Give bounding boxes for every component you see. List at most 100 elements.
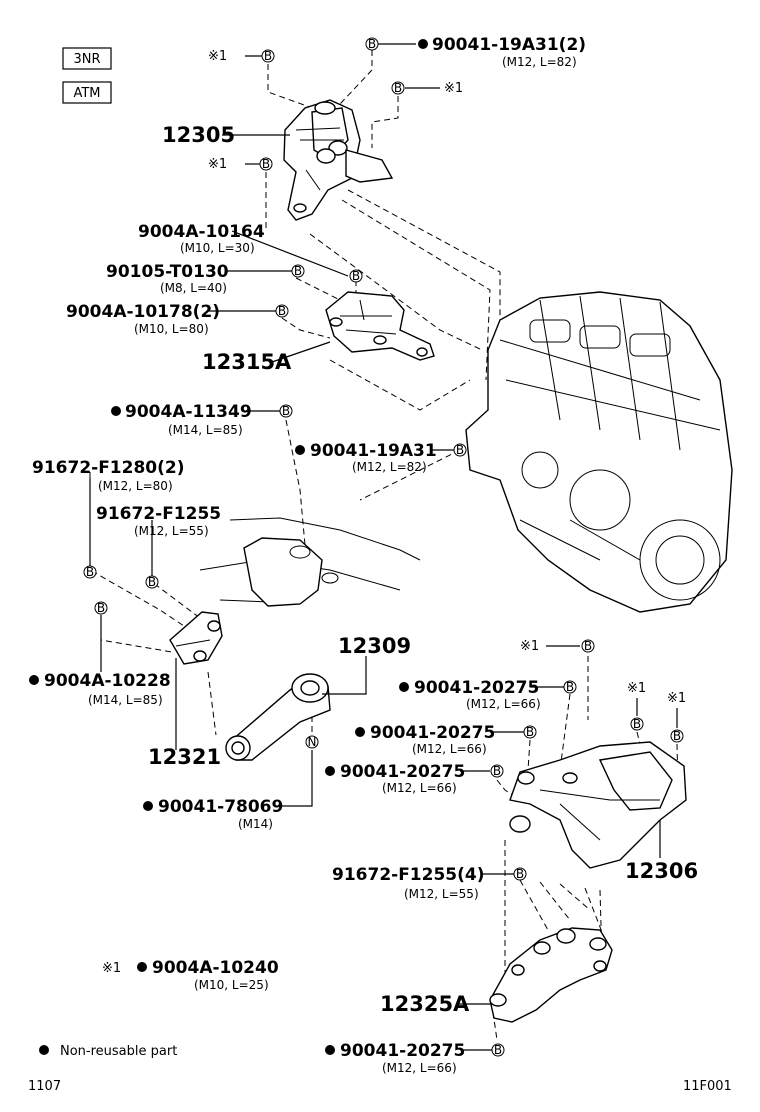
legend-text: Non-reusable part bbox=[60, 1044, 177, 1059]
fastener-90041-20275: 90041-20275 bbox=[370, 723, 495, 743]
fastener-91672-f1255: 91672-F1255 bbox=[96, 504, 221, 524]
fastener-spec: (M10, L=25) bbox=[194, 978, 269, 992]
part-label-12305: 12305 bbox=[162, 123, 235, 147]
svg-text:B: B bbox=[368, 37, 376, 51]
svg-text:B: B bbox=[673, 729, 681, 743]
note-mark: ※1 bbox=[208, 49, 227, 64]
fastener-spec: (M12, L=66) bbox=[382, 781, 457, 795]
svg-text:B: B bbox=[294, 264, 302, 278]
fastener-spec: (M10, L=80) bbox=[134, 322, 209, 336]
svg-text:N: N bbox=[308, 735, 317, 749]
fastener-90105-t0130: 90105-T0130 bbox=[106, 262, 229, 282]
svg-text:B: B bbox=[516, 867, 524, 881]
fastener-spec: (M12, L=55) bbox=[134, 524, 209, 538]
b-marker: B bbox=[490, 764, 504, 778]
b-marker: B bbox=[581, 639, 595, 653]
fastener-90041-78069: 90041-78069 bbox=[158, 797, 283, 817]
fastener-91672-f1280-2: 91672-F1280(2) bbox=[32, 458, 185, 478]
fastener-spec: (M12, L=66) bbox=[382, 1061, 457, 1075]
b-marker: B bbox=[291, 264, 305, 278]
badge-atm: ATM bbox=[62, 81, 112, 104]
fastener-9004a-10178-2: 9004A-10178(2) bbox=[66, 302, 220, 322]
fastener-spec: (M8, L=40) bbox=[160, 281, 227, 295]
svg-text:B: B bbox=[264, 49, 272, 63]
b-marker: B bbox=[563, 680, 577, 694]
fastener-spec: (M12, L=82) bbox=[502, 55, 577, 69]
svg-text:B: B bbox=[456, 443, 464, 457]
svg-text:B: B bbox=[494, 1043, 502, 1057]
svg-text:B: B bbox=[278, 304, 286, 318]
b-marker: B bbox=[259, 157, 273, 171]
bracket-12315a-drawing bbox=[325, 291, 435, 361]
svg-text:B: B bbox=[97, 601, 105, 615]
b-marker: B bbox=[279, 404, 293, 418]
fastener-9004a-10228: 9004A-10228 bbox=[44, 671, 171, 691]
fastener-9004a-10240: 9004A-10240 bbox=[152, 958, 279, 978]
legend: Non-reusable part bbox=[39, 1044, 177, 1059]
fastener-90041-20275: 90041-20275 bbox=[414, 678, 539, 698]
fastener-spec: (M12, L=66) bbox=[412, 742, 487, 756]
note-mark: ※1 bbox=[667, 691, 686, 706]
svg-text:B: B bbox=[633, 717, 641, 731]
nonreusable-bullets bbox=[29, 39, 428, 1055]
b-marker: B bbox=[453, 443, 467, 457]
badge-3nr: 3NR bbox=[62, 47, 112, 70]
footer-left: 1107 bbox=[28, 1079, 61, 1094]
part-label-12325a: 12325A bbox=[380, 992, 470, 1016]
b-marker: B bbox=[630, 717, 644, 731]
engine-mount-12305-drawing bbox=[283, 99, 394, 221]
b-marker: B bbox=[94, 601, 108, 615]
legend-bullet-icon bbox=[39, 1045, 49, 1055]
part-label-12315a: 12315A bbox=[202, 350, 292, 374]
fastener-spec: (M12, L=80) bbox=[98, 479, 173, 493]
svg-text:B: B bbox=[584, 639, 592, 653]
transmission-mount-12306-drawing bbox=[509, 741, 687, 869]
part-label-12309: 12309 bbox=[338, 634, 411, 658]
fastener-spec: (M14, L=85) bbox=[168, 423, 243, 437]
n-marker: N bbox=[305, 735, 319, 749]
note-markers: ※1 ※1 ※1 ※1 ※1 ※1 ※1 bbox=[102, 49, 686, 976]
svg-text:B: B bbox=[352, 269, 360, 283]
note-mark: ※1 bbox=[520, 639, 539, 654]
body-crossmember-drawing bbox=[199, 517, 421, 607]
b-marker: B bbox=[275, 304, 289, 318]
svg-text:B: B bbox=[86, 565, 94, 579]
part-label-12306: 12306 bbox=[625, 859, 698, 883]
svg-text:B: B bbox=[262, 157, 270, 171]
b-marker: B bbox=[83, 565, 97, 579]
fastener-90041-20275: 90041-20275 bbox=[340, 1041, 465, 1061]
bracket-12321-drawing bbox=[169, 611, 223, 665]
svg-text:3NR: 3NR bbox=[73, 52, 100, 67]
fastener-spec: (M12, L=82) bbox=[352, 460, 427, 474]
note-mark: ※1 bbox=[208, 157, 227, 172]
b-marker: B bbox=[523, 725, 537, 739]
fastener-9004a-10164: 9004A-10164 bbox=[138, 222, 265, 242]
torque-rod-12309-drawing bbox=[225, 673, 331, 761]
svg-text:B: B bbox=[148, 575, 156, 589]
bracket-12325a-drawing bbox=[489, 927, 613, 1023]
fastener-90041-20275: 90041-20275 bbox=[340, 762, 465, 782]
footer-right: 11F001 bbox=[683, 1079, 732, 1094]
b-marker: B bbox=[670, 729, 684, 743]
b-marker: B bbox=[391, 81, 405, 95]
svg-text:B: B bbox=[566, 680, 574, 694]
fastener-90041-19a31-2: 90041-19A31(2) bbox=[432, 35, 586, 55]
b-marker: B bbox=[365, 37, 379, 51]
svg-text:B: B bbox=[282, 404, 290, 418]
fastener-90041-19a31: 90041-19A31 bbox=[310, 441, 437, 461]
b-marker: B bbox=[513, 867, 527, 881]
fastener-spec: (M10, L=30) bbox=[180, 241, 255, 255]
part-label-12321: 12321 bbox=[148, 745, 221, 769]
svg-text:B: B bbox=[526, 725, 534, 739]
fastener-91672-f1255-4: 91672-F1255(4) bbox=[332, 865, 485, 885]
b-marker: B bbox=[491, 1043, 505, 1057]
note-mark: ※1 bbox=[102, 961, 121, 976]
engine-block-drawing bbox=[465, 291, 733, 613]
svg-text:B: B bbox=[493, 764, 501, 778]
fastener-spec: (M12, L=66) bbox=[466, 697, 541, 711]
b-markers: B B B B B B B B B B B B B B B B B B B B … bbox=[83, 37, 684, 1057]
svg-text:ATM: ATM bbox=[73, 86, 100, 101]
b-marker: B bbox=[145, 575, 159, 589]
note-mark: ※1 bbox=[627, 681, 646, 696]
